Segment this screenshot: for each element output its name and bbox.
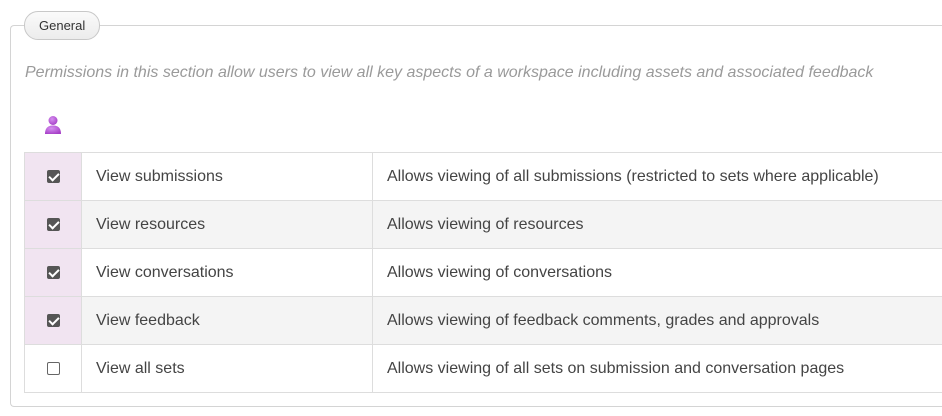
permission-name: View feedback <box>81 296 373 345</box>
permission-description: Allows viewing of conversations <box>372 248 942 297</box>
view-resources-checkbox[interactable] <box>46 217 60 231</box>
section-legend: General <box>24 11 101 40</box>
permission-row-view-conversations: View conversations Allows viewing of con… <box>24 248 942 297</box>
user-icon <box>45 116 61 134</box>
view-feedback-checkbox[interactable] <box>46 313 60 327</box>
permission-row-view-all-sets: View all sets Allows viewing of all sets… <box>24 344 942 393</box>
section-description: Permissions in this section allow users … <box>25 64 874 81</box>
view-all-sets-checkbox[interactable] <box>46 361 60 375</box>
permission-description: Allows viewing of all sets on submission… <box>372 344 942 393</box>
permissions-table: View submissions Allows viewing of all s… <box>24 152 942 393</box>
permission-name: View submissions <box>81 152 373 201</box>
view-conversations-checkbox[interactable] <box>46 265 60 279</box>
permission-row-view-submissions: View submissions Allows viewing of all s… <box>24 152 942 201</box>
permission-row-view-feedback: View feedback Allows viewing of feedback… <box>24 296 942 345</box>
permission-name: View conversations <box>81 248 373 297</box>
permission-description: Allows viewing of feedback comments, gra… <box>372 296 942 345</box>
permission-name: View resources <box>81 200 373 249</box>
permission-description: Allows viewing of resources <box>372 200 942 249</box>
permission-name: View all sets <box>81 344 373 393</box>
permission-description: Allows viewing of all submissions (restr… <box>372 152 942 201</box>
view-submissions-checkbox[interactable] <box>46 169 60 183</box>
permission-row-view-resources: View resources Allows viewing of resourc… <box>24 200 942 249</box>
general-fieldset <box>10 25 942 407</box>
